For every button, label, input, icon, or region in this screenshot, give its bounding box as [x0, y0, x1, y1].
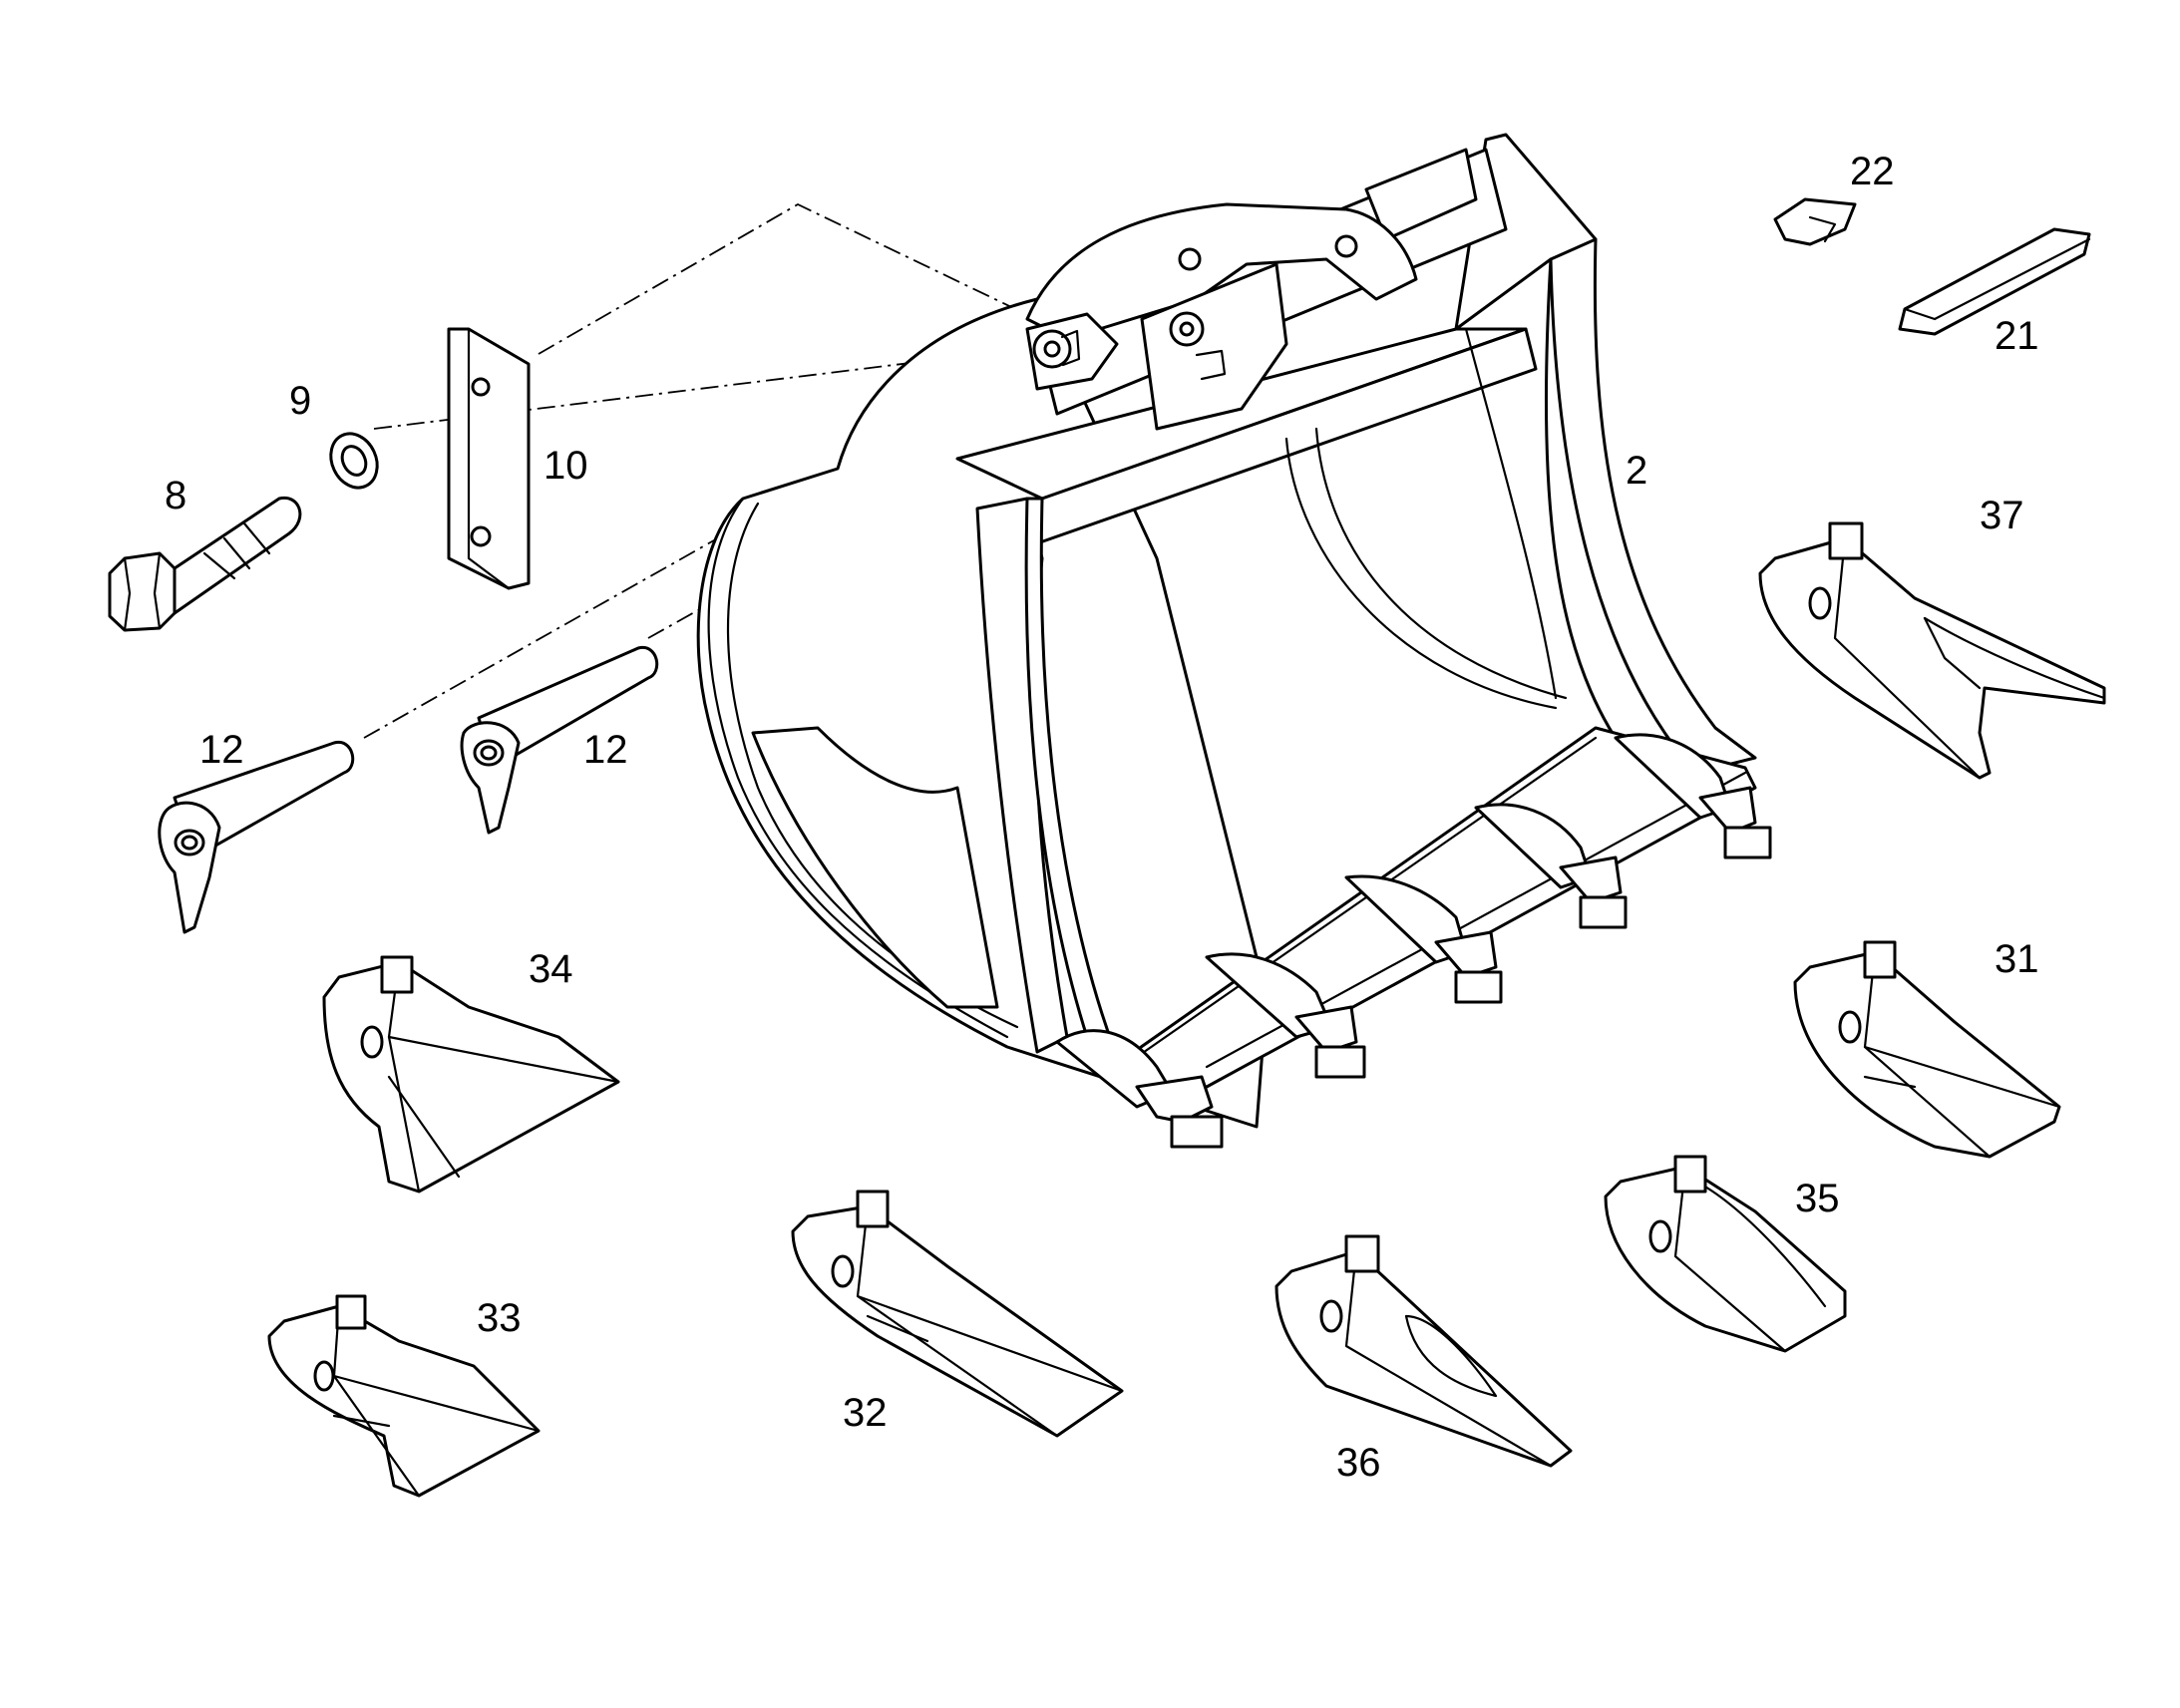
- lock-block: [1773, 197, 1857, 246]
- callout-8: 8: [165, 474, 186, 517]
- bucket-tooth-2: [1205, 952, 1366, 1079]
- tooth-35: [1604, 1155, 1847, 1353]
- callout-12-left: 12: [199, 728, 244, 772]
- tooth-36: [1274, 1234, 1573, 1468]
- lug-boss-right: [1169, 311, 1227, 381]
- callout-33: 33: [477, 1296, 522, 1340]
- pin-left: [158, 741, 355, 934]
- callout-31: 31: [1995, 937, 2039, 981]
- callout-2: 2: [1626, 449, 1647, 493]
- washer: [329, 432, 379, 490]
- callout-37: 37: [1980, 494, 2024, 537]
- callout-9: 9: [289, 379, 311, 423]
- bucket: [696, 133, 1772, 1149]
- bucket-tooth-1: [1055, 1029, 1224, 1149]
- callout-34: 34: [529, 947, 573, 991]
- lug-boss-left: [1032, 329, 1081, 369]
- bucket-tooth-3: [1344, 874, 1503, 1004]
- callout-21: 21: [1995, 314, 2039, 358]
- tooth-32: [791, 1190, 1124, 1438]
- wear-strip: [1898, 227, 2091, 336]
- callout-22: 22: [1850, 150, 1895, 193]
- callout-10: 10: [544, 444, 588, 488]
- bolt: [108, 496, 302, 632]
- callout-32: 32: [843, 1391, 888, 1435]
- callout-36: 36: [1336, 1441, 1381, 1485]
- tooth-33: [267, 1294, 541, 1498]
- callout-35: 35: [1795, 1177, 1840, 1220]
- tooth-34: [322, 955, 620, 1194]
- callout-labels: 2 8 9 10 12 12 21 22 31 32 33 34 35 36 3…: [165, 150, 2039, 1485]
- plate: [447, 327, 531, 590]
- callout-12-right: 12: [583, 728, 628, 772]
- bucket-tooth-5: [1614, 733, 1772, 859]
- tooth-37: [1758, 521, 2106, 780]
- bucket-tooth-4: [1474, 803, 1628, 929]
- tooth-31: [1793, 940, 2061, 1159]
- pin-right: [460, 646, 659, 835]
